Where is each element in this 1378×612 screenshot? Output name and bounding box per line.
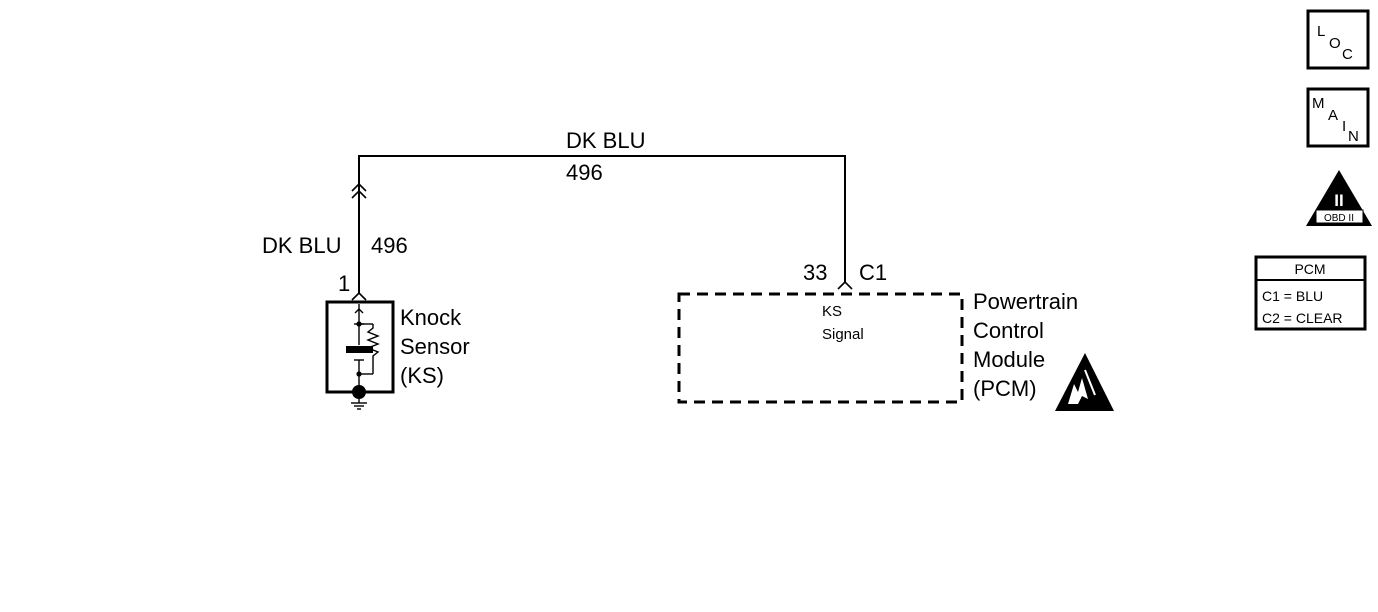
wire-color-left: DK BLU — [262, 233, 341, 258]
pcm-connector-id: C1 — [859, 260, 887, 285]
sensor-pin-number: 1 — [338, 271, 350, 296]
main-button[interactable]: M A I N — [1306, 87, 1370, 148]
pcm-pin-arrow-icon — [837, 280, 853, 290]
main-letter-m: M — [1312, 95, 1325, 112]
circuit-number-top: 496 — [566, 160, 603, 185]
pcm-module-box[interactable] — [677, 292, 964, 404]
loc-letter-l: L — [1317, 23, 1325, 40]
wire-496[interactable] — [358, 155, 846, 293]
legend-row-c2: C2 = CLEAR — [1262, 310, 1343, 326]
legend-row-c1: C1 = BLU — [1262, 288, 1323, 304]
loc-letter-o: O — [1329, 35, 1341, 52]
obd-ii-icon[interactable]: II OBD II — [1306, 170, 1372, 226]
sensor-name-line3: (KS) — [400, 363, 444, 388]
knock-sensor[interactable] — [325, 300, 395, 399]
pcm-name-line2: Control — [973, 318, 1044, 343]
circuit-number-left: 496 — [371, 233, 408, 258]
pcm-signal-line2: Signal — [822, 326, 864, 343]
inline-connector-icon — [351, 182, 367, 199]
sensor-pin-arrow-icon — [351, 291, 367, 301]
loc-button[interactable]: L O C — [1306, 9, 1370, 70]
loc-letter-c: C — [1342, 46, 1353, 63]
sensor-ground-stud-icon — [352, 385, 366, 399]
sensor-name-line2: Sensor — [400, 334, 470, 359]
pcm-name-line3: Module — [973, 347, 1045, 372]
pcm-name-line1: Powertrain — [973, 289, 1078, 314]
obd-label: OBD II — [1324, 213, 1354, 224]
pcm-signal-line1: KS — [822, 303, 842, 320]
wire-color-top: DK BLU — [566, 128, 645, 153]
pcm-name-line4: (PCM) — [973, 376, 1037, 401]
main-letter-i: I — [1342, 118, 1346, 135]
pcm-connector-legend: PCM C1 = BLU C2 = CLEAR — [1254, 255, 1367, 331]
sensor-name-line1: Knock — [400, 305, 462, 330]
main-letter-a: A — [1328, 107, 1338, 124]
ground-icon — [351, 399, 367, 410]
pcm-pin-number: 33 — [803, 260, 827, 285]
sensor-element-icon — [346, 346, 373, 353]
legend-title: PCM — [1294, 261, 1325, 277]
obd-numeral: II — [1334, 191, 1343, 210]
main-letter-n: N — [1348, 128, 1359, 145]
esd-warning-icon — [1055, 353, 1114, 411]
